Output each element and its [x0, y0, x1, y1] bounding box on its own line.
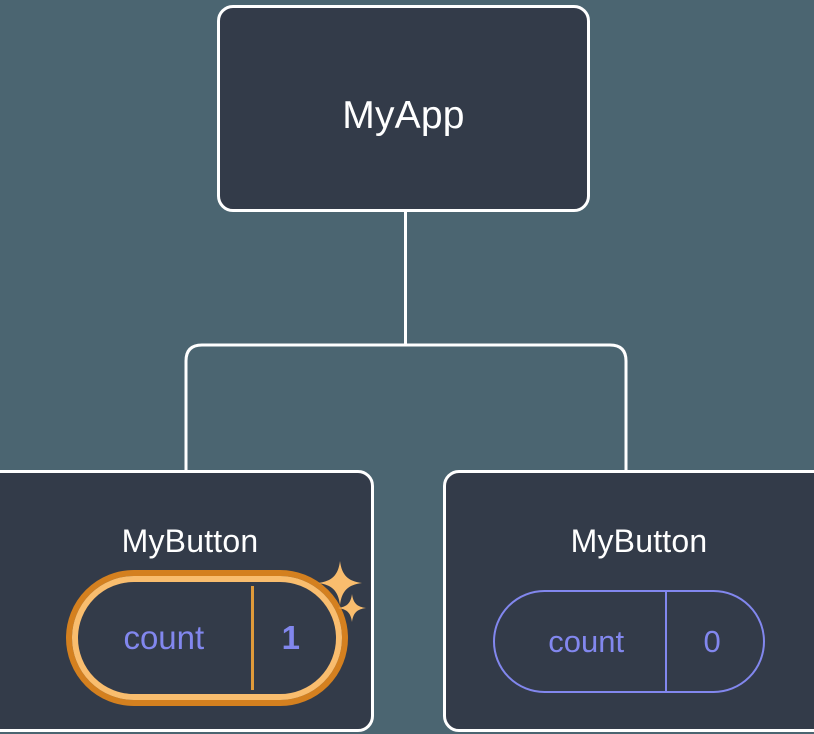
node-myapp[interactable]: MyApp — [217, 5, 590, 212]
node-mybutton-right-label: MyButton — [570, 523, 708, 559]
connector-bracket — [184, 343, 628, 472]
node-myapp-label: MyApp — [342, 94, 465, 137]
state-pill-right-divider — [665, 590, 667, 693]
state-pill-right[interactable]: count 0 — [493, 590, 765, 693]
state-pill-right-value: 0 — [703, 623, 721, 659]
state-pill-right-ring — [493, 590, 765, 693]
state-pill-right-body: count 0 — [493, 590, 765, 693]
state-pill-left-value: 1 — [281, 619, 300, 656]
state-pill-left[interactable]: count 1 — [66, 570, 348, 706]
state-pill-left-inner-ring — [72, 576, 342, 700]
state-pill-left-body: count 1 — [66, 570, 348, 706]
node-mybutton-left-label: MyButton — [121, 523, 259, 559]
state-pill-left-key: count — [123, 619, 205, 656]
state-pill-right-key: count — [548, 623, 625, 659]
state-pill-left-ring — [66, 570, 348, 706]
state-pill-left-divider — [251, 586, 254, 690]
